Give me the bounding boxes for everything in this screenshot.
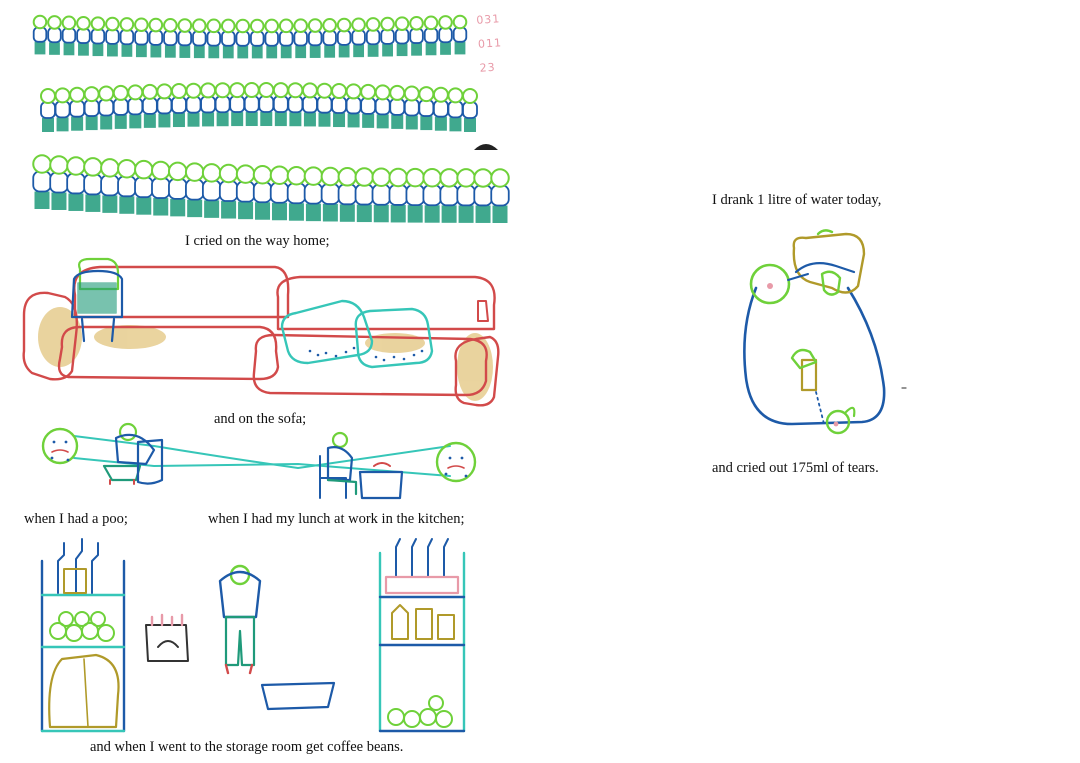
caption-way-home: I cried on the way home; [185,233,330,249]
caption-tears: and cried out 175ml of tears. [712,460,879,476]
crowd-walking-illustration [32,14,510,223]
hat-icon [474,144,498,150]
sofa-illustration [22,257,500,407]
drinking-water-illustration [743,229,907,435]
crowd-row [40,82,478,132]
caption-water: I drank 1 litre of water today, [712,192,882,208]
caption-poo: when I had a poo; [24,511,128,527]
crowd-row [32,14,468,59]
toilet-and-lunch-illustration [41,422,477,500]
caption-lunch: when I had my lunch at work in the kitch… [208,511,465,527]
caption-sofa: and on the sofa; [214,411,307,427]
caption-storage: and when I went to the storage room get … [90,739,404,755]
storage-room-illustration [40,538,466,733]
crowd-row [32,154,510,223]
